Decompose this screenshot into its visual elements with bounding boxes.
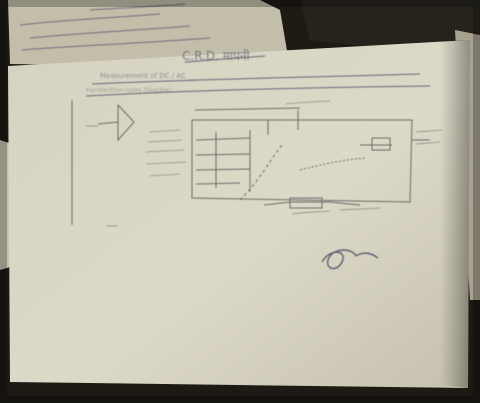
back-handwriting [19,3,211,51]
note-title: C.R.D. मापनी [182,49,251,63]
main-paper [8,40,470,388]
paper-sheet-icon [8,40,470,388]
back-sheet-1 [8,0,290,68]
signature-icon [321,249,379,270]
circuit-sketch-icon [71,100,430,225]
paper-edge-shadow [440,40,470,388]
circuit-labels [86,100,443,227]
note-line-2: Handwritten notes (illegible) [86,87,172,94]
handwritten-notes: C.R.D. मापनी Measurement of DC / AC Hand… [86,49,251,94]
note-line-1: Measurement of DC / AC [100,72,186,80]
ink-scribbles [85,55,431,97]
